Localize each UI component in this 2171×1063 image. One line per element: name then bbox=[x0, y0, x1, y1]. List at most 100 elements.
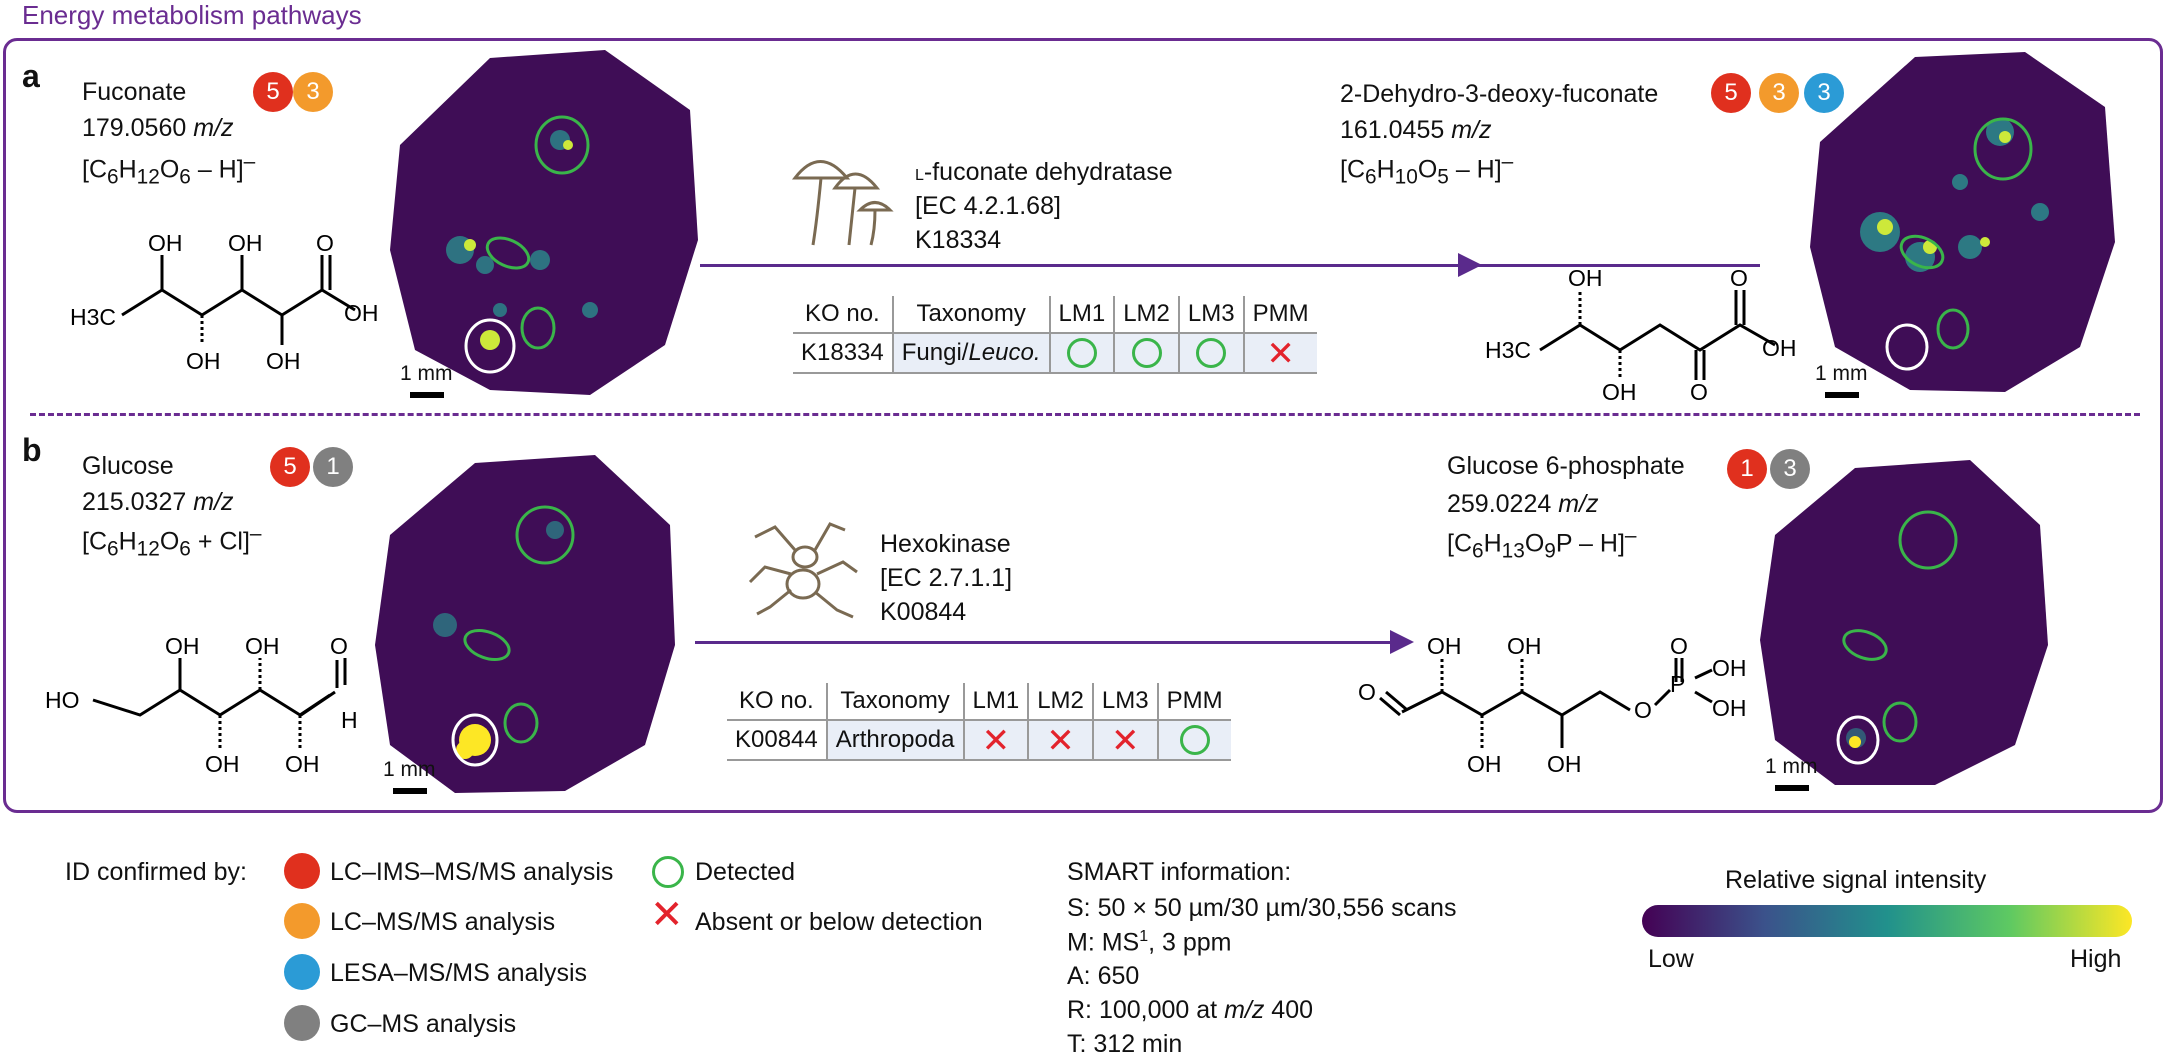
col-header: KO no. bbox=[793, 296, 894, 334]
atom-label: O bbox=[316, 230, 334, 256]
legend-method: LC–IMS–MS/MS analysis bbox=[330, 858, 614, 886]
absent-cross-icon: ✕ bbox=[1110, 721, 1140, 760]
enzyme-ko-b: K00844 bbox=[880, 598, 967, 626]
product-formula-a: [C6H10O5 – H]– bbox=[1340, 150, 1514, 189]
detection-cell bbox=[1178, 333, 1245, 374]
atom-label: H3C bbox=[70, 304, 116, 330]
detection-cell bbox=[1049, 333, 1116, 374]
colorbar-low: Low bbox=[1648, 945, 1694, 973]
detected-circle-icon bbox=[1131, 338, 1162, 368]
scale-label-a-left: 1 mm bbox=[400, 362, 453, 385]
smart-t: T: 312 min bbox=[1067, 1030, 1183, 1058]
fuconate-structure: OH OH O H3C OH OH OH bbox=[70, 230, 379, 374]
badge-b-prod-2: 3 bbox=[1770, 449, 1810, 489]
col-header: Taxonomy bbox=[892, 296, 1051, 334]
detection-cell: ✕ bbox=[1092, 720, 1159, 761]
product-formula-b: [C6H13O9P – H]– bbox=[1447, 524, 1637, 563]
legend-method: GC–MS analysis bbox=[330, 1010, 517, 1038]
substrate-name-a: Fuconate bbox=[82, 78, 187, 106]
col-header: PMM bbox=[1243, 296, 1317, 334]
legend-dot-lc-ms bbox=[284, 903, 320, 939]
arrow-head-icon bbox=[1458, 253, 1482, 277]
atom-label: OH bbox=[1762, 335, 1797, 361]
atom-label: P bbox=[1670, 671, 1685, 697]
figure-heading: Energy metabolism pathways bbox=[22, 0, 362, 30]
ko-table-b: KO no. Taxonomy LM1 LM2 LM3 PMM K00844 A… bbox=[727, 683, 1231, 761]
col-header: LM1 bbox=[1049, 296, 1116, 334]
panel-frame bbox=[3, 38, 2163, 813]
dehydro-fuconate-structure: OH O H3C OH OH O bbox=[1485, 265, 1797, 400]
atom-label: OH bbox=[1568, 265, 1603, 291]
detection-cell: ✕ bbox=[1243, 333, 1317, 374]
detection-cell: ✕ bbox=[1028, 720, 1094, 761]
ko-cell: K00844 bbox=[727, 720, 828, 761]
absent-cross-icon: ✕ bbox=[1266, 334, 1295, 373]
panel-divider bbox=[30, 413, 2140, 416]
atom-label: O bbox=[1358, 679, 1376, 705]
atom-label: OH bbox=[266, 348, 301, 374]
legend-detected: Detected bbox=[695, 858, 796, 886]
colorbar-high: High bbox=[2070, 945, 2122, 973]
ms-image-b-substrate bbox=[375, 455, 675, 793]
legend-title: ID confirmed by: bbox=[65, 858, 248, 886]
legend-dot-lc-ims bbox=[284, 853, 320, 889]
smart-r: R: 100,000 at m/z 400 bbox=[1067, 996, 1314, 1024]
atom-label: OH bbox=[344, 300, 379, 326]
enzyme-ec-a: [EC 4.2.1.68] bbox=[915, 192, 1061, 220]
arrow-head-icon bbox=[1390, 630, 1414, 654]
panel-letter-a: a bbox=[22, 58, 40, 94]
glucose-structure: OH OH O HO H OH OH bbox=[45, 633, 358, 777]
atom-label: O bbox=[330, 633, 348, 659]
atom-label: OH bbox=[1602, 379, 1637, 400]
taxonomy-cell: Arthropoda bbox=[826, 720, 965, 761]
badge-a-sub-2: 3 bbox=[293, 72, 333, 112]
atom-label: O bbox=[1690, 379, 1708, 400]
enzyme-name-b: Hexokinase bbox=[880, 530, 1011, 558]
detected-circle-icon bbox=[652, 856, 684, 888]
col-header: KO no. bbox=[727, 683, 828, 721]
scale-bar-a-left bbox=[410, 392, 444, 398]
substrate-name-b: Glucose bbox=[82, 452, 174, 480]
atom-label: OH bbox=[1427, 633, 1462, 659]
reaction-arrow-b bbox=[695, 641, 1395, 644]
taxonomy-cell: Fungi/Leuco. bbox=[892, 333, 1051, 374]
col-header: LM2 bbox=[1114, 296, 1180, 334]
product-name-a: 2-Dehydro-3-deoxy-fuconate bbox=[1340, 80, 1659, 108]
detection-cell: ✕ bbox=[963, 720, 1030, 761]
atom-label: OH bbox=[1712, 655, 1747, 681]
badge-b-sub-2: 1 bbox=[313, 447, 353, 487]
atom-label: OH bbox=[165, 633, 200, 659]
product-mz-a: 161.0455 m/z bbox=[1340, 116, 1492, 144]
fungi-icon bbox=[791, 160, 894, 246]
detected-circle-icon bbox=[1179, 725, 1210, 755]
product-name-b: Glucose 6-phosphate bbox=[1447, 452, 1685, 480]
atom-label: OH bbox=[228, 230, 263, 256]
atom-label: OH bbox=[1507, 633, 1542, 659]
atom-label: HO bbox=[45, 687, 80, 713]
detection-cell bbox=[1157, 720, 1231, 761]
col-header: LM2 bbox=[1028, 683, 1094, 721]
scale-label-b-left: 1 mm bbox=[383, 758, 436, 781]
absent-cross-icon: ✕ bbox=[981, 721, 1011, 760]
badge-b-sub-1: 5 bbox=[270, 447, 310, 487]
atom-label: O bbox=[1634, 697, 1652, 723]
substrate-mz-a: 179.0560 m/z bbox=[82, 114, 234, 142]
detection-cell bbox=[1114, 333, 1180, 374]
ko-cell: K18334 bbox=[793, 333, 894, 374]
ms-image-a-substrate bbox=[390, 50, 698, 395]
absent-cross-icon: ✕ bbox=[1046, 721, 1075, 760]
substrate-formula-a: [C6H12O6 – H]– bbox=[82, 150, 256, 189]
badge-a-prod-2: 3 bbox=[1759, 73, 1799, 113]
badge-a-prod-3: 3 bbox=[1804, 73, 1844, 113]
scale-bar-b-left bbox=[393, 788, 427, 794]
scale-label-a-right: 1 mm bbox=[1815, 362, 1868, 385]
col-header: LM3 bbox=[1092, 683, 1159, 721]
ko-table-a: KO no. Taxonomy LM1 LM2 LM3 PMM K18334 F… bbox=[793, 296, 1317, 374]
substrate-mz-b: 215.0327 m/z bbox=[82, 488, 234, 516]
badge-a-prod-1: 5 bbox=[1711, 73, 1751, 113]
smart-title: SMART information: bbox=[1067, 858, 1292, 886]
badge-a-sub-1: 5 bbox=[253, 72, 293, 112]
arthropod-icon bbox=[748, 522, 858, 619]
col-header: LM3 bbox=[1178, 296, 1245, 334]
legend-dot-gc-ms bbox=[284, 1005, 320, 1041]
